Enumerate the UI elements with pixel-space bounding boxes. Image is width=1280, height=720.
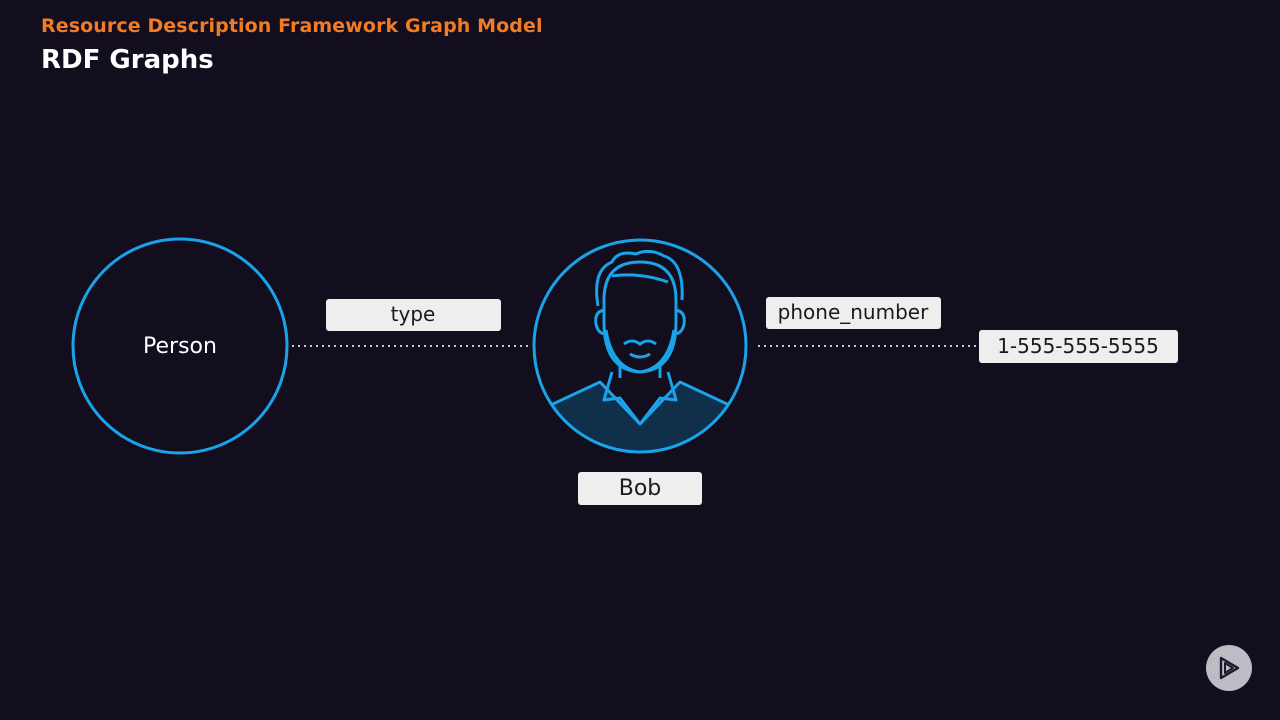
slide-kicker: Resource Description Framework Graph Mod… — [41, 15, 543, 37]
edge-label-phone: phone_number — [766, 297, 941, 329]
play-logo-icon[interactable] — [1206, 645, 1252, 691]
slide-title: RDF Graphs — [41, 45, 214, 75]
bob-label: Bob — [578, 472, 702, 505]
play-triangle-icon — [1219, 656, 1240, 680]
literal-node-text: 1-555-555-5555 — [997, 334, 1159, 358]
person-node-label: Person — [143, 334, 217, 359]
edge-label-type-text: type — [391, 302, 436, 326]
person-node: Person — [71, 237, 289, 455]
bob-label-text: Bob — [619, 476, 662, 501]
edge-label-type: type — [326, 299, 501, 331]
edge-label-phone-text: phone_number — [778, 300, 929, 324]
bob-node — [532, 238, 748, 454]
literal-node: 1-555-555-5555 — [979, 330, 1178, 363]
